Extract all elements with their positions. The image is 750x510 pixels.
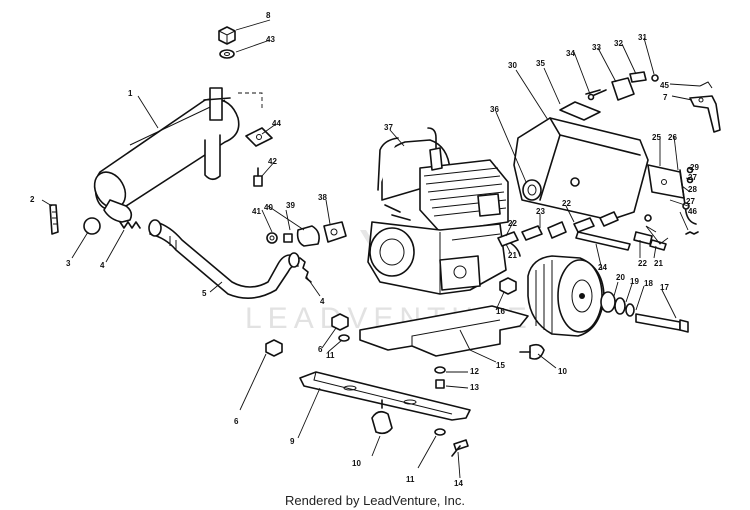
- callout-3: 3: [66, 259, 71, 268]
- leader-lines: [41, 19, 701, 479]
- callout-numbers: 1 2 3 4 4 5 6 6 7 8 9 10 10 11 11 12 13 …: [30, 11, 699, 488]
- callout-22-a: 22: [508, 219, 517, 228]
- flange-parts: [266, 221, 347, 247]
- right-bracket: [689, 81, 721, 133]
- callout-27-lower: 27: [686, 197, 695, 206]
- callout-34: 34: [566, 49, 575, 58]
- callout-43: 43: [266, 35, 275, 44]
- callout-30: 30: [508, 61, 517, 70]
- callout-38: 38: [318, 193, 327, 202]
- callout-10-right: 10: [558, 367, 567, 376]
- callout-40: 40: [264, 203, 273, 212]
- sleeves: [497, 211, 667, 251]
- callout-10-lower: 10: [352, 459, 361, 468]
- callout-35: 35: [536, 59, 545, 68]
- mount-plate: [359, 305, 545, 360]
- callout-20: 20: [616, 273, 625, 282]
- exhaust-pipe: [148, 219, 300, 299]
- callout-4-left: 4: [100, 261, 105, 270]
- callout-41: 41: [252, 207, 261, 216]
- callout-19: 19: [630, 277, 639, 286]
- callout-9: 9: [290, 437, 295, 446]
- callout-36: 36: [490, 105, 499, 114]
- callout-39: 39: [286, 201, 295, 210]
- callout-42: 42: [268, 157, 277, 166]
- ball: [83, 217, 101, 235]
- callout-6-lower: 6: [234, 417, 239, 426]
- muffler: [93, 87, 263, 223]
- callout-28: 28: [688, 185, 697, 194]
- callout-11-lower: 11: [406, 475, 415, 484]
- callout-25: 25: [652, 133, 661, 142]
- callout-7: 7: [663, 93, 668, 102]
- callout-37: 37: [384, 123, 393, 132]
- callout-27-upper: 27: [688, 173, 697, 182]
- callout-21-left: 21: [508, 251, 517, 260]
- spring-right: [299, 257, 312, 283]
- spring-left: [119, 221, 141, 229]
- callout-12: 12: [470, 367, 479, 376]
- callout-18: 18: [644, 279, 653, 288]
- callout-22-b: 22: [562, 199, 571, 208]
- callout-31: 31: [638, 33, 647, 42]
- callout-2: 2: [30, 195, 35, 204]
- isolator-mount: [371, 399, 393, 435]
- callout-24: 24: [598, 263, 607, 272]
- callout-14: 14: [454, 479, 463, 488]
- callout-22-c: 22: [638, 259, 647, 268]
- callout-15: 15: [496, 361, 505, 370]
- switch-parts: [587, 71, 659, 101]
- callout-5: 5: [202, 289, 207, 298]
- callout-13: 13: [470, 383, 479, 392]
- clip-bracket: [49, 204, 59, 235]
- callout-11-upper: 11: [326, 351, 335, 360]
- callout-6-upper: 6: [318, 345, 323, 354]
- callout-44: 44: [272, 119, 281, 128]
- bracket-plate: [644, 164, 697, 225]
- cover-housing: [513, 101, 649, 221]
- callout-26: 26: [668, 133, 677, 142]
- callout-16: 16: [496, 307, 505, 316]
- callout-45: 45: [660, 81, 669, 90]
- callout-23: 23: [536, 207, 545, 216]
- callout-46: 46: [688, 207, 697, 216]
- callout-29: 29: [690, 163, 699, 172]
- engine: [367, 127, 521, 295]
- alternator: [527, 255, 689, 337]
- callout-21-right: 21: [654, 259, 663, 268]
- callout-17: 17: [660, 283, 669, 292]
- hardware: [218, 26, 699, 457]
- callout-32: 32: [614, 39, 623, 48]
- lower-bracket: [299, 371, 471, 421]
- callout-8: 8: [266, 11, 271, 20]
- callout-1: 1: [128, 89, 133, 98]
- callout-4-right: 4: [320, 297, 325, 306]
- callout-33: 33: [592, 43, 601, 52]
- footer-credit: Rendered by LeadVenture, Inc.: [285, 493, 465, 508]
